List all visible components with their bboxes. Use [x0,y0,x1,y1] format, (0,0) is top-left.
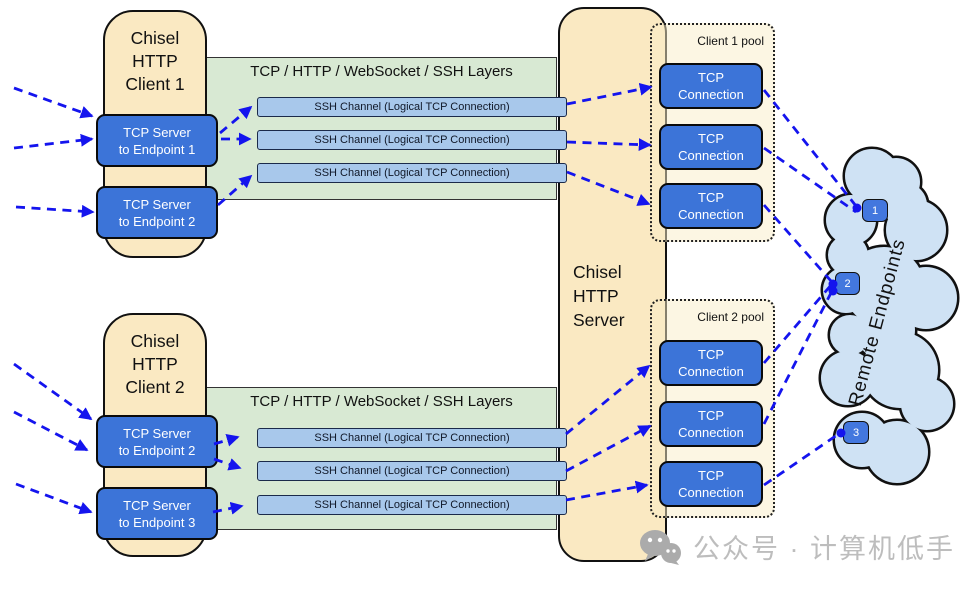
tcp-connection-box-p2c: TCP Connection [659,461,763,507]
ssh-channel-bar-1: SSH Channel (Logical TCP Connection) [257,97,567,117]
layers-band-1-title: TCP / HTTP / WebSocket / SSH Layers [250,63,513,80]
cloud-label: Remote Endpoints [845,236,910,408]
ssh-channel-bar-2: SSH Channel (Logical TCP Connection) [257,130,567,150]
tcp-server-endpoint-2-box: TCP Server to Endpoint 2 [96,186,218,239]
endpoint-1-badge: 1 [862,199,888,222]
endpoint-2-badge: 2 [835,272,860,295]
tcp-connection-box-p2a: TCP Connection [659,340,763,386]
tcp-connection-box-p2b: TCP Connection [659,401,763,447]
tcp-server-endpoint-3-box: TCP Server to Endpoint 3 [96,487,218,540]
ssh-channel-bar-5: SSH Channel (Logical TCP Connection) [257,461,567,481]
endpoint-3-badge: 3 [843,421,869,444]
watermark: 公众号 · 计算机低手 [638,527,955,566]
wechat-icon [640,529,681,565]
chisel-server-title: Chisel HTTP Server [573,262,625,330]
client-1-pool-label: Client 1 pool [697,34,764,48]
client-2-pool-label: Client 2 pool [697,310,764,324]
ssh-channel-bar-6: SSH Channel (Logical TCP Connection) [257,495,567,515]
tcp-connection-box-p1a: TCP Connection [659,63,763,109]
ssh-channel-bar-3: SSH Channel (Logical TCP Connection) [257,163,567,183]
tcp-server-endpoint-1-box: TCP Server to Endpoint 1 [96,114,218,167]
chisel-client-2-title: Chisel HTTP Client 2 [125,331,185,397]
chisel-client-1-title: Chisel HTTP Client 1 [125,28,185,94]
ssh-channel-bar-4: SSH Channel (Logical TCP Connection) [257,428,567,448]
tcp-connection-box-p1b: TCP Connection [659,124,763,170]
watermark-text: 公众号 · 计算机低手 [693,534,955,564]
tcp-server-endpoint-2b-box: TCP Server to Endpoint 2 [96,415,218,468]
tcp-connection-box-p1c: TCP Connection [659,183,763,229]
layers-band-2-title: TCP / HTTP / WebSocket / SSH Layers [250,393,513,410]
